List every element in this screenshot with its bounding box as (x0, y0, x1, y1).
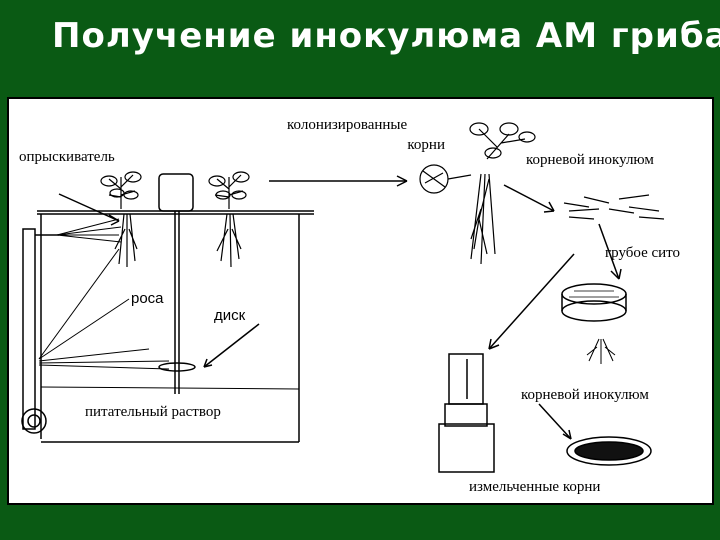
diagram-panel: опрыскиватель роса диск питательный раст… (7, 97, 714, 505)
root-inoculum-bottom-label: корневой инокулюм (521, 387, 649, 403)
slide-title: Получение инокулюма АМ гриба (52, 16, 720, 56)
blender-icon (438, 353, 495, 473)
root-pieces (563, 194, 665, 220)
process-arrows (269, 175, 622, 440)
chopped-roots-label: измельченные корни (469, 479, 601, 495)
nutrient-solution-label: питательный раствор (85, 404, 221, 420)
spray-lines (38, 218, 170, 370)
disk-arrow (203, 323, 260, 368)
spinning-disk (158, 362, 196, 372)
petri-dish (566, 436, 652, 466)
diagram-drawing (21, 122, 665, 473)
coarse-sieve (561, 283, 627, 322)
supply-pipe (22, 228, 36, 430)
root-inoculum-top-label: корневой инокулюм (526, 152, 654, 168)
pump-icon (21, 408, 47, 434)
coarse-sieve-label: грубое сито (605, 245, 681, 261)
motor-icon (158, 173, 194, 212)
colonized-plant (419, 122, 536, 265)
aeroponic-tank (21, 173, 314, 443)
sprayer-label: опрыскиватель (19, 149, 115, 165)
filtered-inoculum (586, 338, 616, 364)
colonized-roots-label-1: колонизированные (287, 117, 408, 133)
sprayer-arrow (58, 193, 120, 222)
plants-in-tank (100, 171, 250, 268)
dew-label: роса (131, 290, 164, 307)
colonized-roots-label-2: корни (407, 137, 445, 153)
disk-label: диск (214, 307, 246, 324)
